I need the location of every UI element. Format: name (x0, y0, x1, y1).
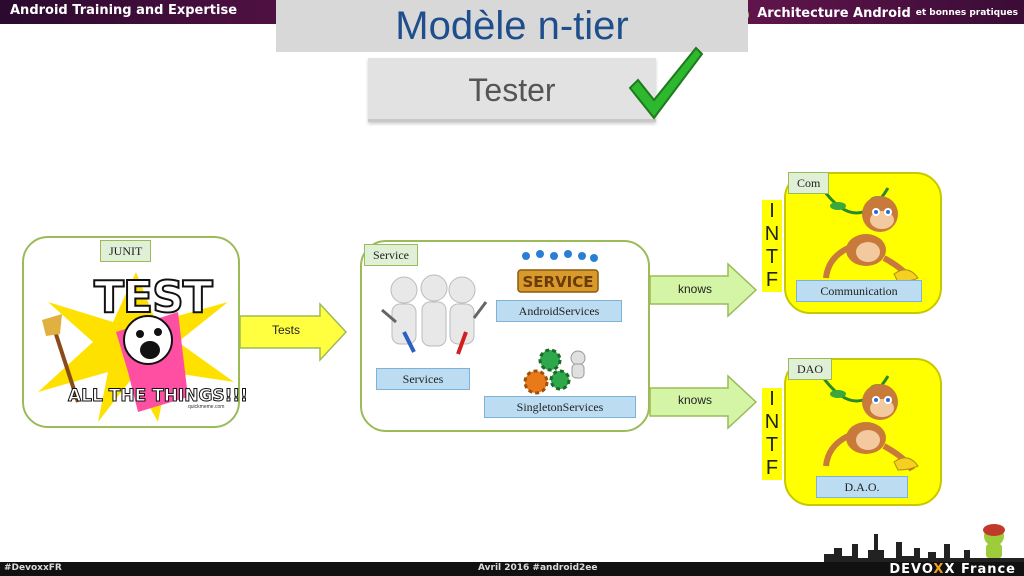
monkey-illustration (820, 375, 919, 472)
service-people-icon (381, 274, 488, 355)
meme-credit-text: quickmeme.com (188, 404, 225, 410)
intf-letter: F (765, 269, 779, 291)
intf-letter: F (765, 457, 779, 479)
devoxx-logo-part: X France (944, 562, 1016, 576)
dao-label: DAO (788, 358, 832, 380)
slide-subtitle: Tester (468, 72, 556, 108)
intf-letter: N (764, 223, 780, 245)
intf-letter: I (769, 388, 775, 410)
title-band (276, 0, 748, 52)
header-right-subtitle: et bonnes pratiques (915, 8, 1018, 18)
subtitle-box (368, 58, 656, 122)
checkmark-icon (628, 46, 704, 120)
knows-com-label: knows (678, 282, 713, 296)
intf-letter: I (769, 200, 775, 222)
monkey-illustration (820, 187, 919, 284)
intf-com-column: I N T F (762, 200, 782, 292)
gears-icon (523, 348, 586, 395)
devoxx-logo-x: X (933, 562, 945, 576)
header-right-title: Architecture Android (757, 5, 911, 21)
service-sign-illustration: SERVICE (517, 250, 599, 293)
devoxx-logo-part: DEVO (889, 562, 934, 576)
footer-center-text: Avril 2016 #android2ee (478, 563, 598, 573)
intf-letter: N (764, 411, 780, 433)
slide-title: Modèle n-tier (395, 4, 629, 48)
paris-skyline-illustration (824, 524, 1024, 564)
header-right: Architecture Android et bonnes pratiques (730, 3, 1018, 23)
header-left-title: Android Training and Expertise (10, 3, 238, 18)
com-label: Com (788, 172, 830, 194)
tests-arrow-label: Tests (272, 323, 301, 337)
meme-top-text: TEST (93, 271, 214, 324)
singleton-services-label: SingletonServices (484, 396, 636, 418)
test-meme-illustration (38, 272, 234, 422)
dao-module-label: D.A.O. (816, 476, 908, 498)
intf-letter: T (765, 246, 779, 268)
intf-dao-column: I N T F (762, 388, 782, 480)
meme-bottom-text: ALL THE THINGS!!! (68, 386, 249, 407)
tests-arrow (239, 302, 348, 362)
footer-bar: #DevoxxFR Avril 2016 #android2ee DEVOXX … (0, 562, 1024, 576)
knows-com-arrow (649, 262, 758, 318)
footer-left-text: #DevoxxFR (4, 563, 62, 573)
communication-label: Communication (796, 280, 922, 302)
services-label: Services (376, 368, 470, 390)
service-label: Service (364, 244, 418, 266)
service-sign-text: SERVICE (522, 273, 593, 291)
junit-label: JUNIT (100, 240, 152, 262)
knows-dao-label: knows (678, 393, 713, 407)
devoxx-logo: DEVOXX France (889, 562, 1016, 576)
knows-dao-arrow (649, 374, 758, 430)
android-services-label: AndroidServices (496, 300, 622, 322)
intf-letter: T (765, 434, 779, 456)
